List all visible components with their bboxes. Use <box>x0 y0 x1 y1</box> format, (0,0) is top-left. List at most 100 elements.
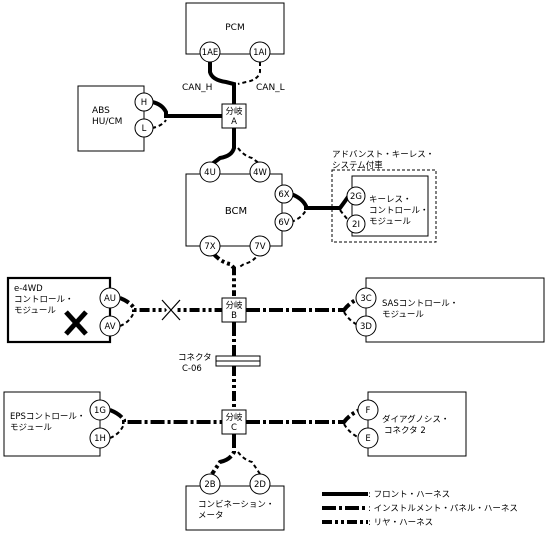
keyless-pin-2g-label: 2G <box>350 192 362 202</box>
meter-pin-2d-label: 2D <box>254 480 266 490</box>
bcm-pin-6v-label: 6V <box>278 218 289 228</box>
bcm-pin-4u-label: 4U <box>204 168 216 178</box>
bcm-box <box>185 173 283 247</box>
eps-module[interactable]: EPSコントロール・ モジュール 1G 1H <box>3 391 111 457</box>
sas-pin-3d-label: 3D <box>360 322 372 332</box>
junction-b: 分岐 B <box>221 297 247 323</box>
malfunction-x-icon <box>64 310 88 336</box>
eps-pin-1g-label: 1G <box>94 406 106 416</box>
diagnosis-connector[interactable]: ダイアグノシス・ コネクタ 2 F E <box>357 391 467 457</box>
pcm-label: PCM <box>225 23 244 33</box>
meter-label-line1: コンビネーション・ <box>198 500 274 510</box>
legend: : フロント・ハーネス : インストルメント・パネル・ハーネス : リヤ・ハーネ… <box>322 490 518 528</box>
legend-item-front: : フロント・ハーネス <box>322 490 450 500</box>
combination-meter-module[interactable]: コンビネーション・ メータ 2B 2D <box>185 473 285 531</box>
wire-junction-a-bcm <box>210 128 261 166</box>
eps-label-line1: EPSコントロール・ <box>10 412 85 422</box>
pcm-pin-1ae-label: 1AE <box>202 48 219 58</box>
wire-junction-b-sas <box>246 296 361 327</box>
junction-b-line1: 分岐 <box>225 300 243 311</box>
bcm-pin-7x-label: 7X <box>204 242 215 252</box>
bcm-pin-4w-label: 4W <box>253 168 267 178</box>
legend-label-front: : フロント・ハーネス <box>368 490 450 500</box>
diag-pin-e <box>357 427 379 449</box>
keyless-pin-2i <box>346 214 366 234</box>
e4wd-label-line2: コントロール・ <box>14 295 74 305</box>
abs-pin-h <box>134 92 154 112</box>
e4wd-box <box>6 276 112 344</box>
e4wd-pin-av <box>99 315 121 337</box>
diag-label-line2: コネクタ 2 <box>384 426 426 436</box>
keyless-pin-2i-label: 2I <box>352 220 360 230</box>
junction-a: 分岐 A <box>221 103 247 129</box>
e4wd-module[interactable]: e-4WD コントロール・ モジュール AU AV <box>6 276 121 344</box>
bcm-pin-6x <box>274 184 294 204</box>
bcm-pin-7v <box>249 235 271 257</box>
keyless-option-line2: システム付車 <box>332 160 383 171</box>
abs-module[interactable]: ABS HU/CM H L <box>77 85 154 152</box>
meter-box <box>185 485 285 531</box>
wire-pcm-junction-a <box>208 62 261 104</box>
sas-label-line2: モジュール <box>382 310 424 320</box>
meter-pin-2b-label: 2B <box>204 480 215 490</box>
sas-pin-3d <box>355 315 377 337</box>
abs-label-line1: ABS <box>92 106 110 116</box>
legend-label-inst: : インストルメント・パネル・ハーネス <box>368 504 518 514</box>
legend-label-rear: : リヤ・ハーネス <box>368 518 433 528</box>
e4wd-pin-au-label: AU <box>104 294 116 304</box>
pcm-pin-1ai-label: 1AI <box>253 48 267 58</box>
diag-pin-e-label: E <box>365 434 370 444</box>
wire-abs-junction-a <box>151 100 222 129</box>
abs-pin-l-label: L <box>142 124 147 134</box>
bcm-label: BCM <box>225 206 247 217</box>
junction-b-line2: B <box>231 311 237 321</box>
keyless-label-line3: モジュール <box>369 217 411 227</box>
can-l-label: CAN_L <box>256 83 285 93</box>
e4wd-label-line1: e-4WD <box>14 284 43 294</box>
legend-item-rear: : リヤ・ハーネス <box>322 518 433 528</box>
sas-box <box>365 277 545 343</box>
bcm-module[interactable]: BCM 4U 4W 6X 6V 7X 7V <box>185 161 294 257</box>
diag-pin-f <box>357 399 379 421</box>
wire-bcm-keyless <box>290 192 352 223</box>
keyless-label-line1: キーレス・ <box>369 195 412 205</box>
abs-pin-h-label: H <box>141 98 147 108</box>
keyless-pin-2g <box>346 186 366 206</box>
bcm-pin-4u <box>199 161 221 183</box>
bcm-pin-6x-label: 6X <box>278 190 289 200</box>
junction-a-line1: 分岐 <box>225 106 243 117</box>
wire-eps-junction-c <box>109 408 222 439</box>
sas-module[interactable]: SASコントロール・ モジュール 3C 3D <box>355 277 545 343</box>
eps-label-line2: モジュール <box>10 423 52 433</box>
connector-c06-line2: C-06 <box>182 364 202 374</box>
pcm-module[interactable]: PCM 1AE 1AI <box>185 2 285 63</box>
wire-e4wd-junction-b <box>119 296 222 327</box>
can-h-label: CAN_H <box>182 83 212 93</box>
keyless-module[interactable]: キーレス・ コントロール・ モジュール 2G 2I <box>346 175 429 237</box>
wire-bcm-junction-b <box>210 250 261 296</box>
pcm-pin-1ai <box>249 41 271 63</box>
keyless-option-frame <box>331 169 437 243</box>
e4wd-pin-au <box>99 287 121 309</box>
eps-pin-1h-label: 1H <box>94 434 106 444</box>
wire-junction-c-diag <box>246 408 361 439</box>
bcm-pin-7v-label: 7V <box>254 242 265 252</box>
diag-label-line1: ダイアグノシス・ <box>382 414 449 425</box>
abs-pin-l <box>134 118 154 138</box>
keyless-label-line2: コントロール・ <box>369 206 429 216</box>
e4wd-label-line3: モジュール <box>14 306 56 316</box>
junction-c: 分岐 C <box>221 409 247 435</box>
open-circuit-x-icon <box>159 297 183 323</box>
abs-box <box>77 85 145 152</box>
keyless-option-line1: アドバンスト・キーレス・ <box>332 150 434 160</box>
eps-pin-1g <box>89 399 111 421</box>
connector-c06-line1: コネクタ <box>178 353 212 363</box>
junction-c-line1: 分岐 <box>225 412 243 423</box>
junction-a-line2: A <box>231 117 237 127</box>
meter-pin-2b <box>199 473 221 495</box>
bcm-pin-7x <box>199 235 221 257</box>
bcm-pin-4w <box>249 161 271 183</box>
sas-pin-3c-label: 3C <box>360 294 371 304</box>
